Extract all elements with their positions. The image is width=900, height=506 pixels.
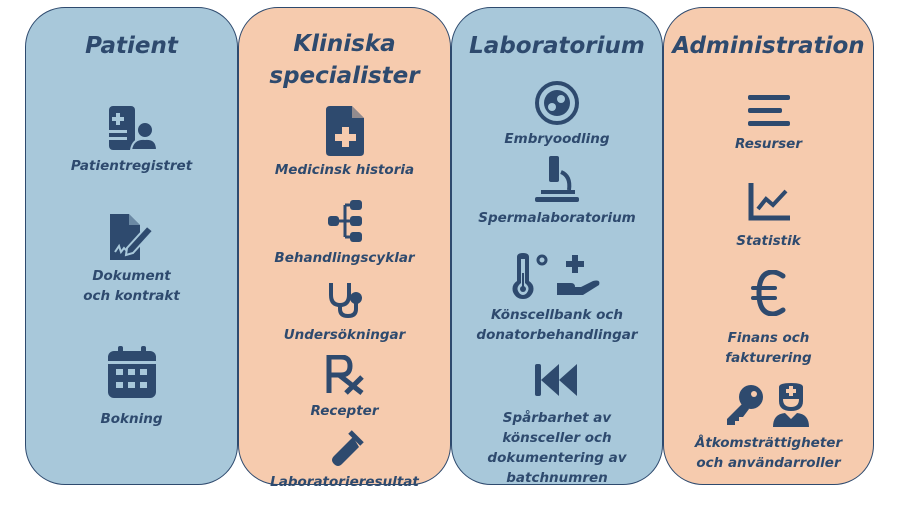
item-label: Spårbarhet av könsceller och dokumenteri… (487, 410, 627, 486)
item-embryoodling: Embryoodling (452, 81, 662, 149)
item-label: Bokning (100, 411, 163, 427)
euro-icon (750, 270, 785, 316)
item-bokning: Bokning (26, 346, 237, 429)
embryo-icon (535, 81, 579, 125)
item-atkomstrattigheter: Åtkomsträttigheter och användarroller (664, 383, 873, 473)
item-finans: Finans och fakturering (664, 270, 873, 368)
document-sign-icon (109, 214, 154, 260)
patient-record-icon (108, 106, 157, 150)
test-tube-icon (331, 430, 364, 466)
medical-file-icon (325, 106, 364, 156)
item-label: Statistik (736, 233, 801, 249)
thermometer-donation-icon (512, 253, 600, 299)
item-label: Embryoodling (504, 131, 610, 147)
microscope-icon (535, 156, 579, 202)
backward-icon (535, 364, 577, 396)
chart-line-icon (748, 183, 790, 221)
tree-icon (327, 200, 362, 242)
item-label: Laboratorieresultat (270, 474, 419, 490)
item-patientregistret: Patientregistret (26, 106, 237, 176)
item-medicinsk-historia: Medicinsk historia (239, 106, 450, 180)
item-behandlingscyklar: Behandlingscyklar (239, 200, 450, 268)
panel-title: Administration (672, 33, 865, 59)
item-statistik: Statistik (664, 183, 873, 251)
panel-patient: Patient Patientregistret Dokument och ko… (25, 7, 238, 485)
bars-icon (747, 95, 790, 126)
item-recepter: Recepter (239, 355, 450, 421)
item-sparbarhet: Spårbarhet av könsceller och dokumenteri… (452, 364, 662, 488)
item-label: Könscellbank och donatorbehandlingar (476, 307, 638, 343)
panel-title: Kliniska specialister (269, 31, 420, 89)
item-resurser: Resurser (664, 95, 873, 154)
item-dokument: Dokument och kontrakt (26, 214, 237, 306)
panel-title: Patient (85, 33, 178, 59)
item-konscellbank: Könscellbank och donatorbehandlingar (452, 253, 662, 345)
stethoscope-icon (328, 283, 362, 319)
item-label: Finans och fakturering (725, 330, 812, 366)
item-laboratorieresultat: Laboratorieresultat (239, 430, 450, 492)
calendar-icon (107, 346, 156, 398)
item-label: Spermalaboratorium (478, 210, 636, 226)
prescription-icon (326, 355, 364, 395)
item-label: Medicinsk historia (274, 162, 415, 178)
panel-laboratorium: Laboratorium Embryoodling Spermalaborato… (451, 7, 663, 488)
item-label: Undersökningar (283, 327, 406, 343)
item-label: Patientregistret (70, 158, 193, 174)
item-spermalaboratorium: Spermalaboratorium (452, 156, 662, 228)
item-label: Åtkomsträttigheter och användarroller (694, 435, 843, 471)
item-undersokningar: Undersökningar (239, 281, 450, 345)
key-user-icon (726, 383, 809, 427)
panel-title: Laboratorium (469, 33, 645, 59)
panel-administration: Administration Resurser Statistik Finans… (663, 7, 874, 485)
item-label: Dokument och kontrakt (83, 268, 180, 304)
item-label: Resurser (734, 136, 803, 152)
panel-kliniska-specialister: Kliniska specialister Medicinsk historia… (238, 7, 451, 490)
item-label: Recepter (310, 403, 379, 419)
item-label: Behandlingscyklar (274, 250, 415, 266)
